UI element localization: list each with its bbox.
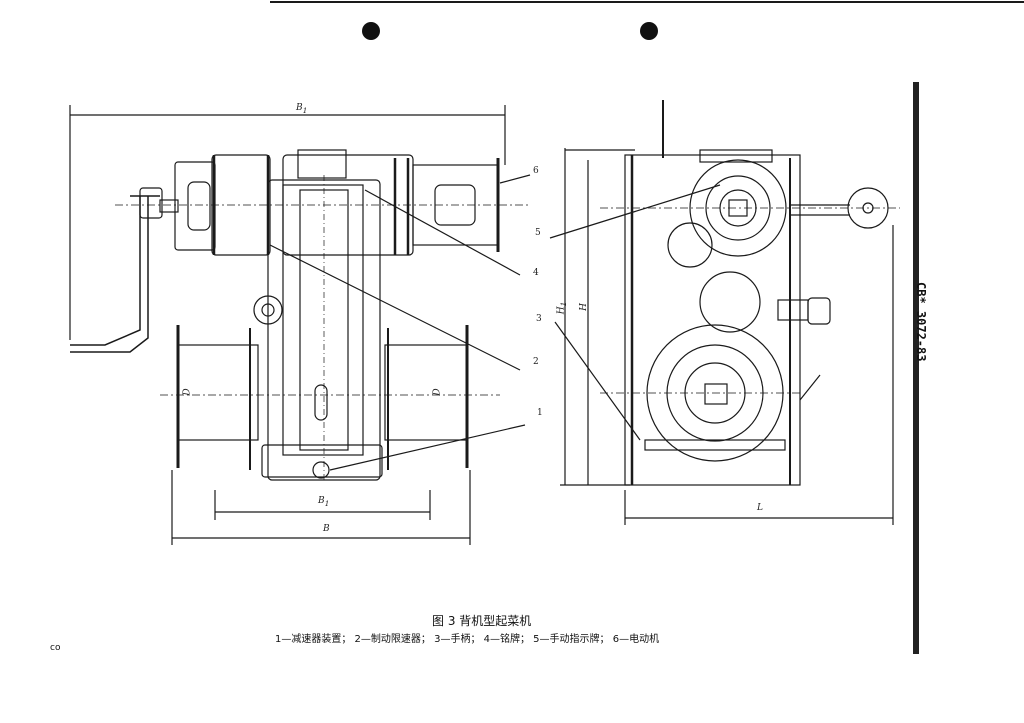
- callout-2: 2: [533, 357, 539, 367]
- motor-endcap: [174, 161, 216, 251]
- gear: [253, 295, 283, 325]
- figure-caption: 图 3 背机型起菜机: [432, 614, 532, 628]
- dim-d-right: D: [432, 388, 443, 396]
- side-view: [549, 100, 900, 525]
- dim-l: L: [757, 503, 763, 513]
- binder-hole-right: [640, 22, 658, 40]
- dim-d-left: D: [182, 388, 193, 396]
- dim-b1-top: B1: [296, 103, 308, 115]
- dim-b1-bottom: B1: [318, 496, 330, 508]
- page-spine: [913, 82, 919, 654]
- dim-b: B: [323, 524, 330, 534]
- dim-h: H: [578, 303, 589, 311]
- callout-5: 5: [535, 228, 541, 238]
- binder-hole-left: [362, 22, 380, 40]
- page-mark: co: [50, 643, 61, 653]
- drum-right: [384, 344, 468, 441]
- callout-6: 6: [533, 166, 539, 176]
- side-housing: [624, 154, 801, 486]
- callout-3: 3: [536, 314, 542, 324]
- figure-legend: 1—减速器装置； 2—制动限速器； 3—手柄； 4—铭牌； 5—手动指示牌； 6…: [275, 634, 660, 645]
- dim-h1: H1: [556, 301, 569, 315]
- callout-4: 4: [533, 268, 539, 278]
- brake-panel: [282, 184, 364, 456]
- callout-1: 1: [537, 408, 543, 418]
- indicator-disc: [689, 159, 787, 257]
- front-view: [69, 105, 531, 545]
- nameplate: [297, 149, 347, 179]
- standard-number: CB* 3072-83: [914, 282, 928, 362]
